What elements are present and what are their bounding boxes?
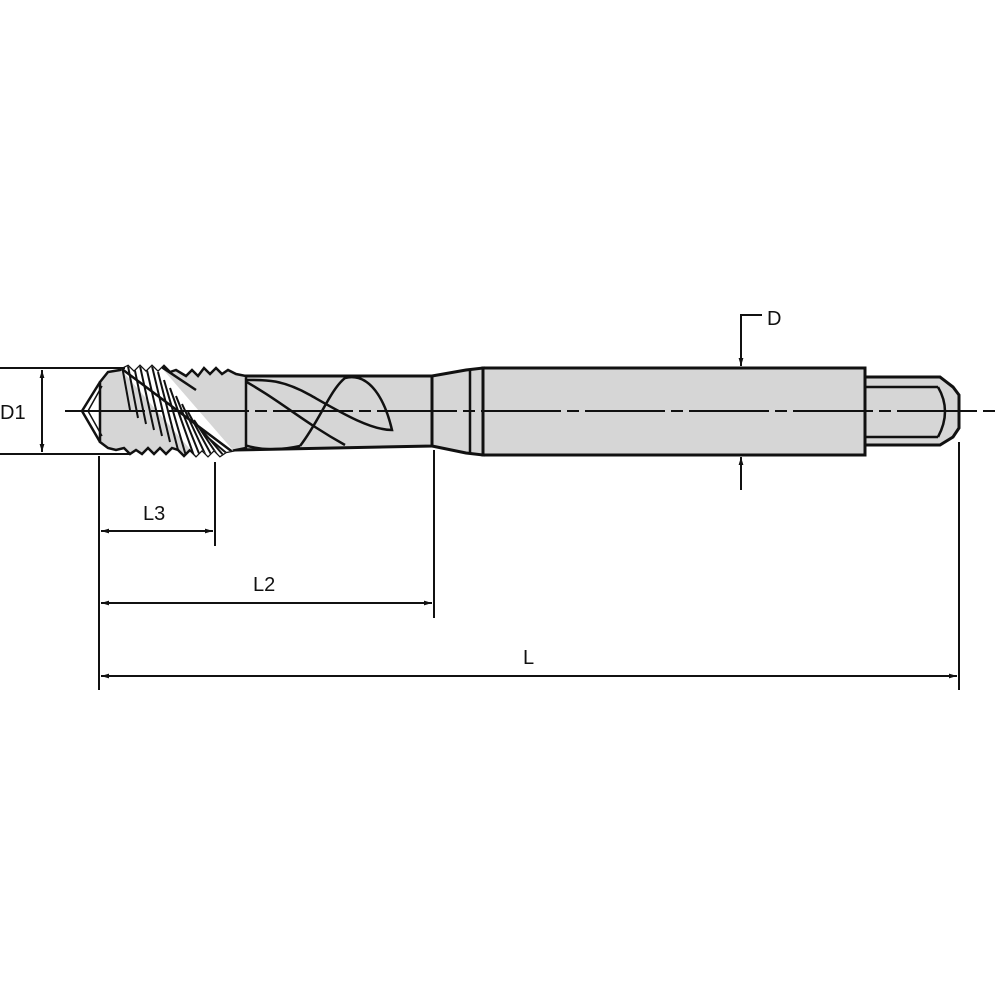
dimension-d: D (738, 308, 781, 490)
dimension-l2: L2 (101, 574, 432, 606)
label-d: D (767, 308, 781, 330)
dimension-l: L (101, 647, 957, 679)
label-l2: L2 (253, 574, 275, 596)
label-l: L (523, 647, 534, 669)
tap-body (80, 364, 961, 458)
dimension-d1: D1 (0, 367, 130, 455)
dimension-l3: L3 (101, 503, 213, 534)
extension-lines (98, 442, 960, 690)
label-d1: D1 (0, 402, 26, 424)
label-l3: L3 (143, 503, 165, 525)
